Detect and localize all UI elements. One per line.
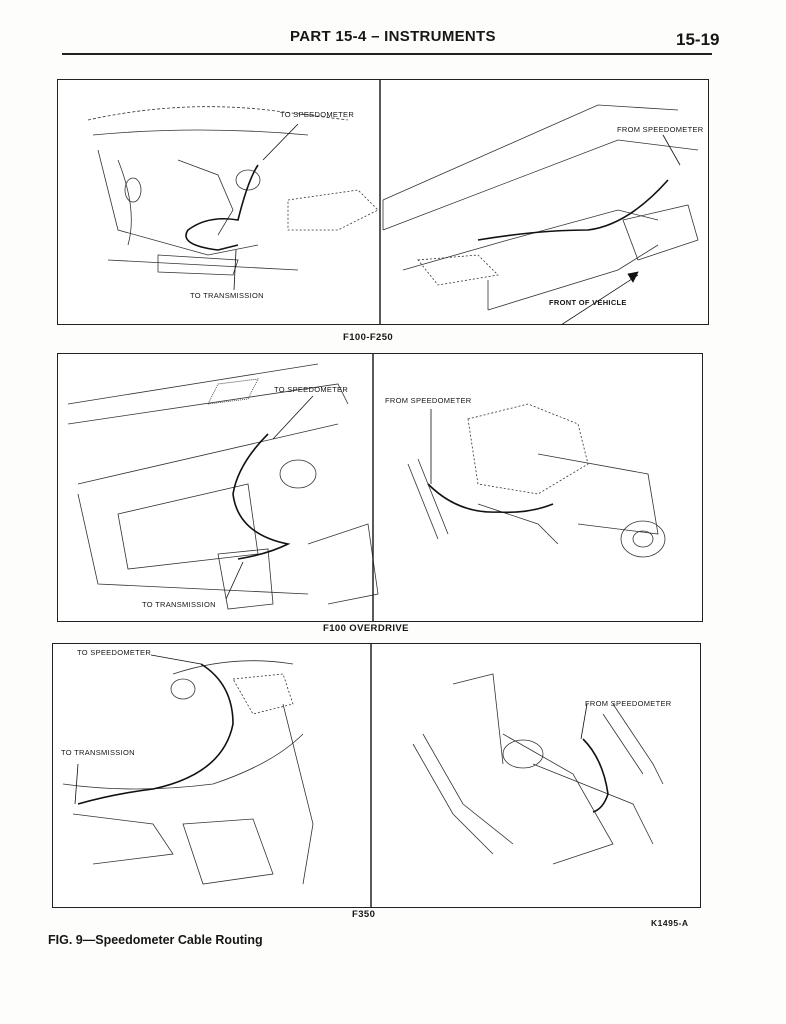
- caption-f350: F350: [352, 909, 376, 920]
- label-to-speedometer: TO SPEEDOMETER: [280, 110, 355, 119]
- label-front-of-vehicle: FRONT OF VEHICLE: [549, 298, 627, 307]
- label-to-transmission: TO TRANSMISSION: [142, 600, 216, 609]
- illustration-f350: [62, 644, 664, 907]
- figure-panel-f100-f250: TO SPEEDOMETER TO TRANSMISSION FROM SPEE…: [57, 79, 709, 325]
- header-title: PART 15-4 – INSTRUMENTS: [290, 28, 496, 45]
- figure-reference-code: K1495-A: [651, 918, 689, 928]
- header-rule: [62, 53, 712, 55]
- figure-panel-f100-overdrive: TO SPEEDOMETER TO TRANSMISSION FROM SPEE…: [57, 353, 703, 622]
- label-to-transmission: TO TRANSMISSION: [61, 748, 135, 757]
- illustration-f100-f250: [87, 80, 699, 324]
- label-to-speedometer: TO SPEEDOMETER: [77, 648, 152, 657]
- page-number: 15-19: [676, 30, 720, 49]
- caption-f100-overdrive: F100 OVERDRIVE: [323, 623, 409, 634]
- illustration-f100-overdrive: [67, 354, 666, 621]
- label-from-speedometer: FROM SPEEDOMETER: [585, 699, 672, 708]
- caption-f100-f250: F100-F250: [343, 332, 394, 343]
- figure-caption: FIG. 9—Speedometer Cable Routing: [48, 933, 263, 947]
- label-from-speedometer: FROM SPEEDOMETER: [385, 396, 472, 405]
- label-from-speedometer: FROM SPEEDOMETER: [617, 125, 704, 134]
- label-to-transmission: TO TRANSMISSION: [190, 291, 264, 300]
- figure-panel-f350: TO SPEEDOMETER TO TRANSMISSION FROM SPEE…: [52, 643, 701, 908]
- label-to-speedometer: TO SPEEDOMETER: [274, 385, 349, 394]
